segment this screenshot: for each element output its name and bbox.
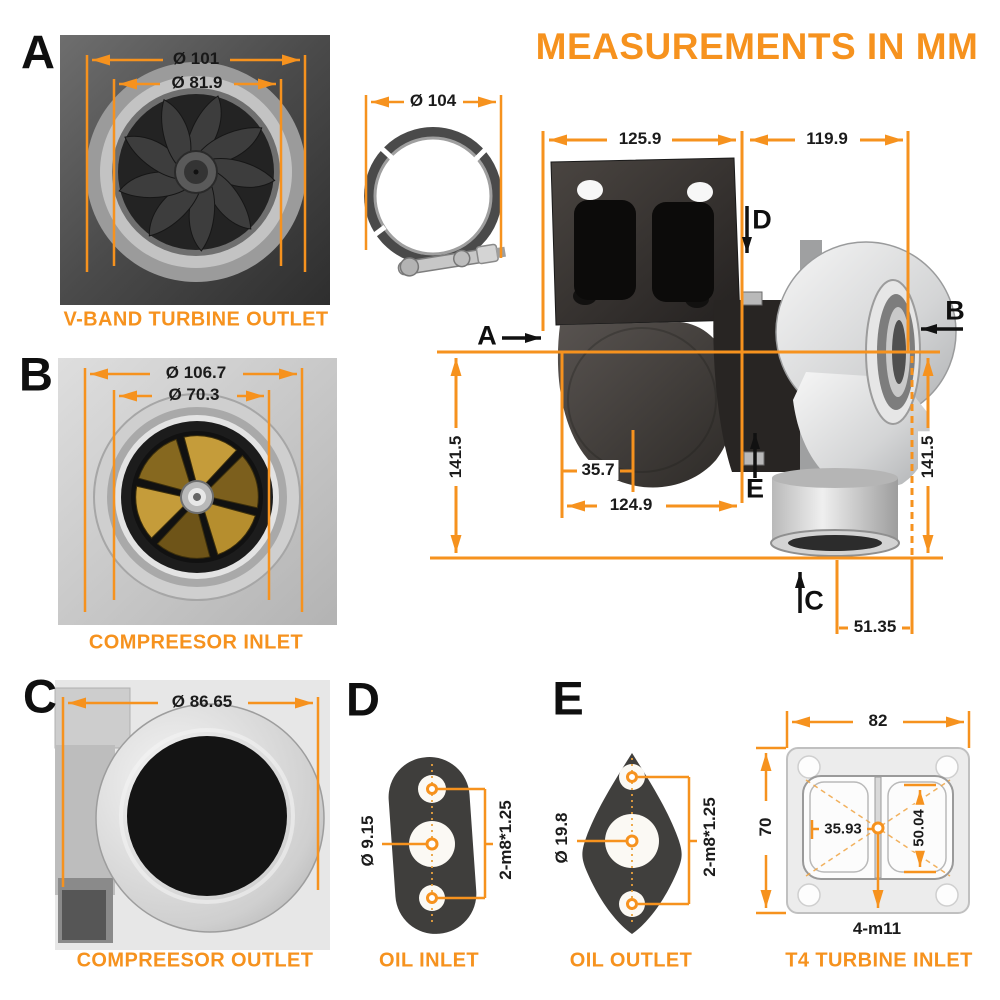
dim-right-height: 141.5 <box>918 431 938 483</box>
photo-a-dim-lines <box>85 54 307 272</box>
pointer-d-label: D <box>752 204 772 235</box>
dim-top-right-width: 119.9 <box>802 129 852 149</box>
clamp-dim-lines <box>364 95 503 258</box>
dim-clamp-dia: Ø 104 <box>405 91 461 111</box>
pointer-c-label: C <box>804 585 824 616</box>
clamp-bolt <box>397 243 506 277</box>
dim-t4-height: 70 <box>756 813 776 841</box>
main-view-dim-lines <box>430 131 943 634</box>
dim-left-height: 141.5 <box>446 431 466 483</box>
section-c-letter: C <box>23 669 57 723</box>
compressor-outlet-photo <box>54 680 330 950</box>
turbocharger-side-view <box>550 157 957 557</box>
dim-top-left-width: 125.9 <box>614 129 666 149</box>
t4-dim-lines <box>756 711 971 915</box>
dim-t4-width: 82 <box>864 711 892 731</box>
pointer-e-label: E <box>745 473 765 504</box>
t4-flange-drawing <box>756 711 971 915</box>
dim-outlet-offset: 51.35 <box>849 617 901 637</box>
turbine-wheel <box>118 95 276 252</box>
oil-outlet-gasket <box>577 753 697 934</box>
section-d-letter: D <box>346 672 380 726</box>
caption-oil-outlet: OIL OUTLET <box>569 949 693 972</box>
caption-oil-inlet: OIL INLET <box>379 949 479 972</box>
compressor-wheel <box>135 435 259 559</box>
vband-clamp-drawing <box>364 95 506 277</box>
page-title: MEASUREMENTS IN MM <box>535 26 979 67</box>
dim-d-thread: 2-m8*1.25 <box>496 800 515 880</box>
caption-compressor-outlet: COMPREESOR OUTLET <box>76 949 314 972</box>
dim-b-outer-dia: Ø 106.7 <box>165 363 227 382</box>
dim-t4-bolt-spec: 4-m11 <box>852 919 902 938</box>
dim-e-hole-dia: Ø 19.8 <box>552 812 571 864</box>
dim-a-outer-dia: Ø 101 <box>172 49 220 68</box>
section-b-letter: B <box>19 347 53 401</box>
dim-d-hole-dia: Ø 9.15 <box>358 815 377 867</box>
dim-b-inner-dia: Ø 70.3 <box>168 385 220 404</box>
caption-turbine-outlet: V-BAND TURBINE OUTLET <box>63 308 329 331</box>
oil-inlet-gasket <box>382 757 493 934</box>
photo-b-dim-lines <box>83 368 304 612</box>
pointer-a-label: A <box>477 320 497 351</box>
section-e-letter: E <box>552 671 584 725</box>
dim-e-thread: 2-m8*1.25 <box>700 797 719 877</box>
photo-c-dim-lines <box>61 697 320 890</box>
pointer-b-label: B <box>945 295 965 326</box>
caption-compressor-inlet: COMPREESOR INLET <box>88 631 304 654</box>
caption-t4-inlet: T4 TURBINE INLET <box>785 949 973 972</box>
dim-housing-width: 124.9 <box>605 495 657 515</box>
dim-a-inner-dia: Ø 81.9 <box>171 73 223 92</box>
compressor-inlet-photo <box>58 358 337 625</box>
pointer-arrows <box>502 206 963 613</box>
section-a-letter: A <box>21 25 55 79</box>
dim-hub-offset: 35.7 <box>577 460 619 480</box>
dim-c-dia: Ø 86.65 <box>171 692 233 711</box>
dim-t4-port-width: 35.93 <box>820 820 866 838</box>
turbine-outlet-photo <box>60 35 330 305</box>
dim-t4-port-height: 50.04 <box>910 805 928 851</box>
